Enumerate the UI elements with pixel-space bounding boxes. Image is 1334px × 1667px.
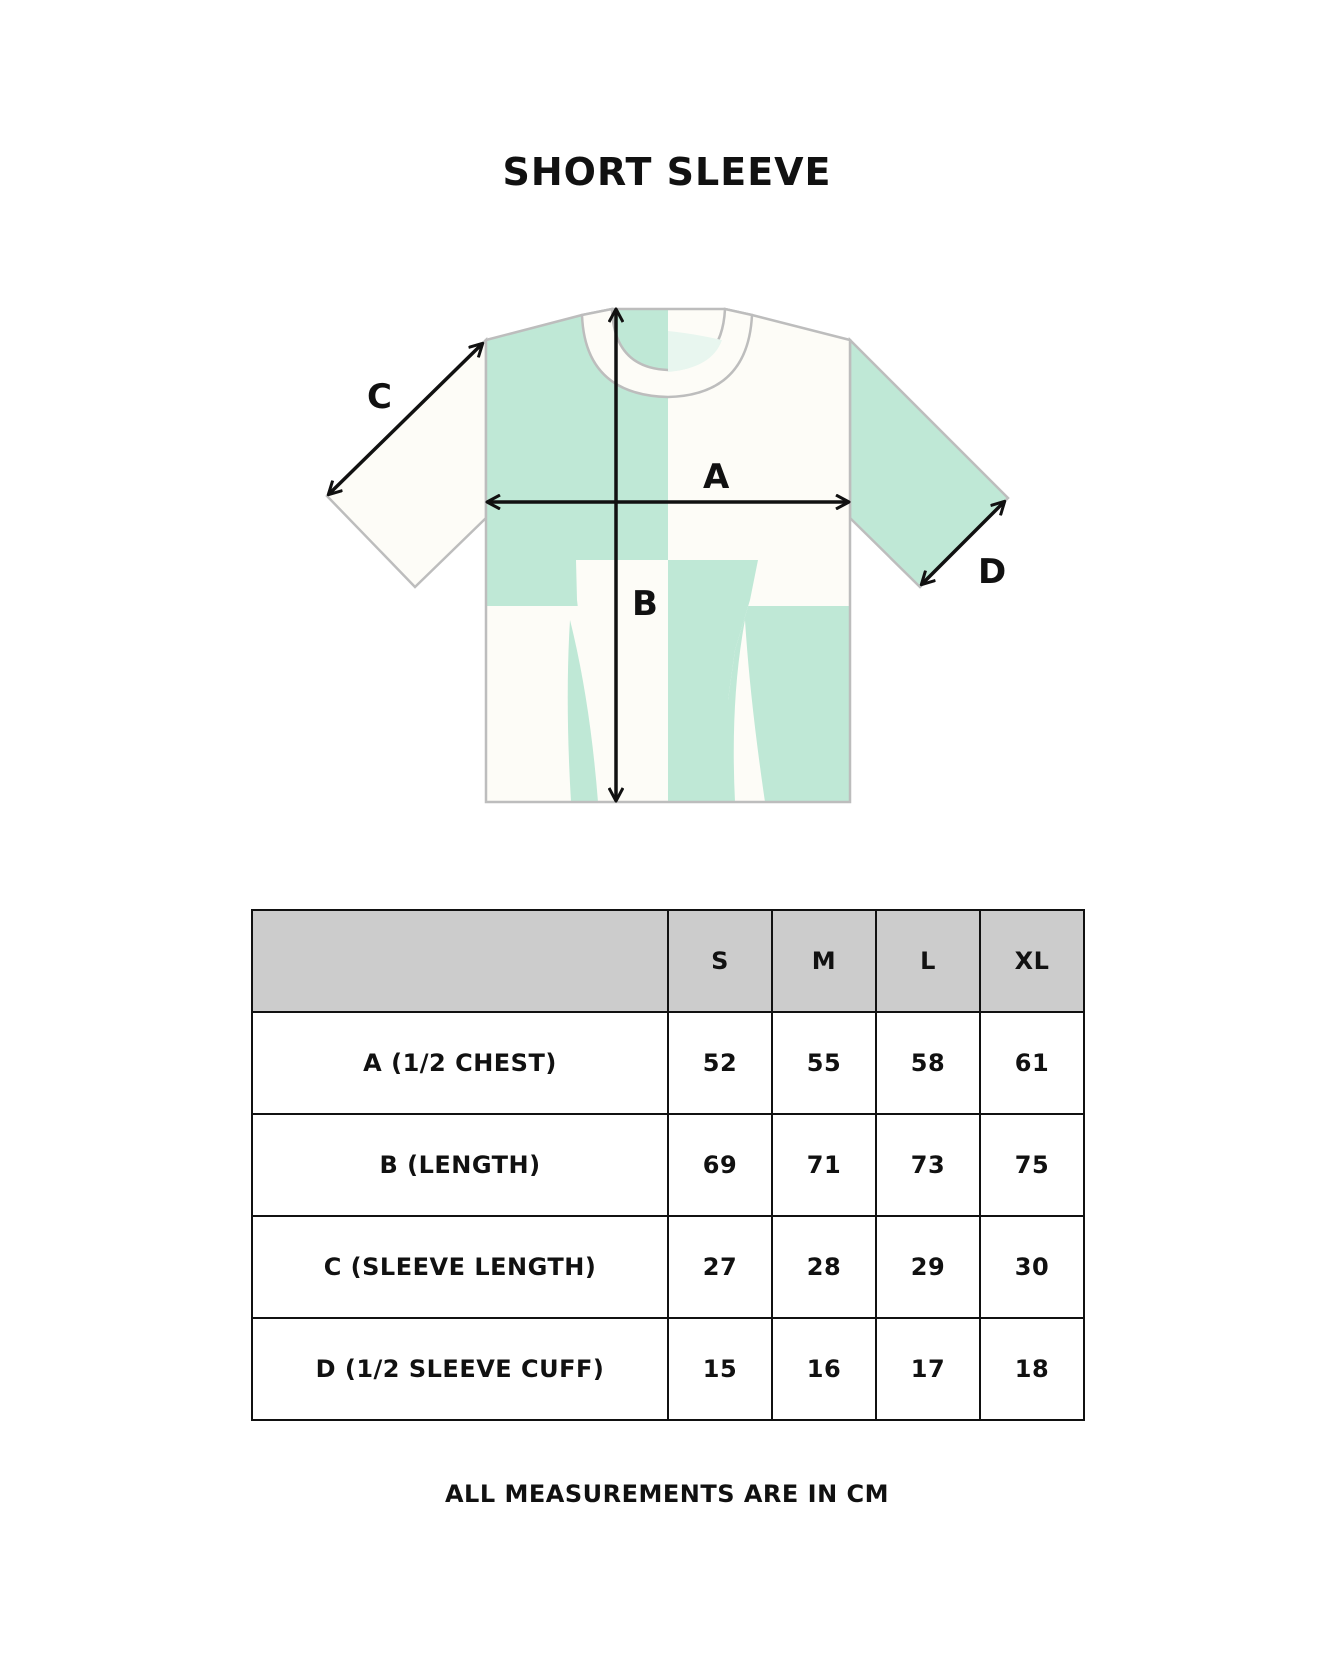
header-size-s: S [667,909,773,1013]
table-header-row: S M L XL [251,909,1085,1013]
table-cell: 75 [979,1113,1085,1217]
table-cell: 58 [875,1011,981,1115]
right-sleeve [848,336,1010,589]
table-row: C (SLEEVE LENGTH) 27 28 29 30 [251,1215,1085,1319]
table-cell: 71 [771,1113,877,1217]
measure-c-arrow [329,344,482,494]
row-label: C (SLEEVE LENGTH) [251,1215,669,1319]
table-cell: 30 [979,1215,1085,1319]
table-cell: 15 [667,1317,773,1421]
left-sleeve [325,337,488,589]
table-cell: 61 [979,1011,1085,1115]
header-size-m: M [771,909,877,1013]
header-size-xl: XL [979,909,1085,1013]
page-title: SHORT SLEEVE [502,150,832,194]
header-size-l: L [875,909,981,1013]
table-cell: 55 [771,1011,877,1115]
measurement-unit-note: ALL MEASUREMENTS ARE IN CM [444,1480,890,1508]
measure-d-arrow [922,502,1004,584]
table-cell: 73 [875,1113,981,1217]
table-cell: 16 [771,1317,877,1421]
table-cell: 52 [667,1011,773,1115]
measure-c-label: C [367,377,392,417]
table-cell: 27 [667,1215,773,1319]
measure-a-label: A [703,457,730,497]
table-cell: 18 [979,1317,1085,1421]
tshirt-diagram: A B C D [325,307,1010,804]
table-row: D (1/2 SLEEVE CUFF) 15 16 17 18 [251,1317,1085,1421]
table-row: B (LENGTH) 69 71 73 75 [251,1113,1085,1217]
row-label: D (1/2 SLEEVE CUFF) [251,1317,669,1421]
size-chart-table: S M L XL A (1/2 CHEST) 52 55 58 61 B (LE… [251,909,1085,1421]
row-label: B (LENGTH) [251,1113,669,1217]
header-blank-cell [251,909,669,1013]
table-cell: 28 [771,1215,877,1319]
table-cell: 29 [875,1215,981,1319]
row-label: A (1/2 CHEST) [251,1011,669,1115]
measure-b-label: B [632,584,658,624]
table-row: A (1/2 CHEST) 52 55 58 61 [251,1011,1085,1115]
table-cell: 69 [667,1113,773,1217]
measure-d-label: D [978,552,1006,592]
table-cell: 17 [875,1317,981,1421]
